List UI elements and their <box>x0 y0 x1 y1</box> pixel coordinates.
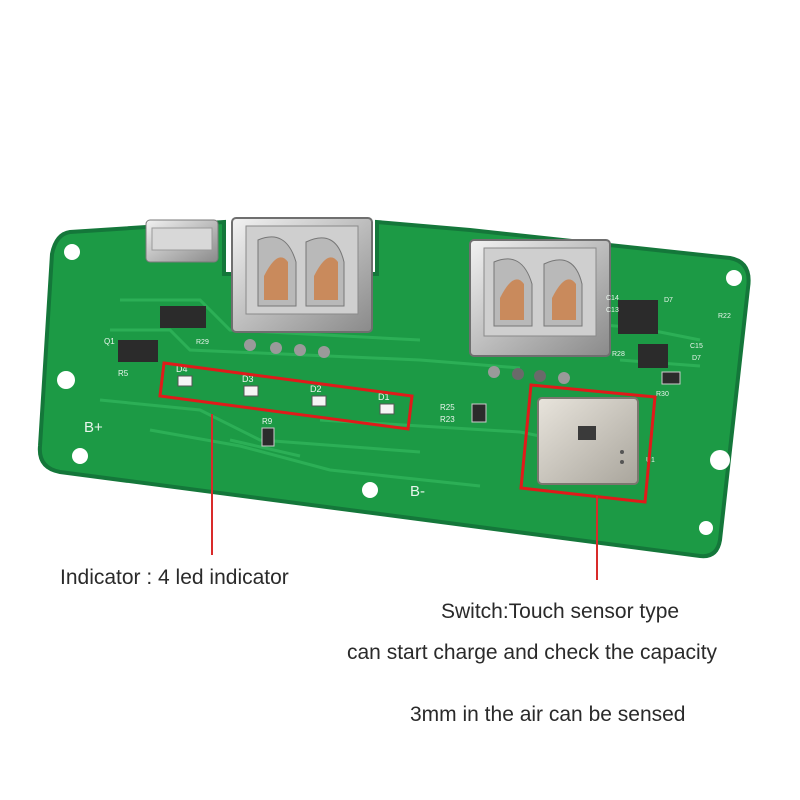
mounting-hole <box>699 521 713 535</box>
silk-c14: C14 <box>606 295 619 302</box>
silk-r25: R25 <box>440 403 455 412</box>
mounting-hole <box>72 448 88 464</box>
silk-c13: C13 <box>606 307 619 314</box>
led-d1 <box>379 403 395 415</box>
silk-b-minus: B- <box>410 483 425 500</box>
caption-switch-title: Switch:Touch sensor type <box>441 600 680 623</box>
pcb-board <box>37 219 751 559</box>
led-d3 <box>243 385 259 397</box>
silk-d4: D4 <box>176 364 188 374</box>
silk-r9: R9 <box>262 417 273 426</box>
caption-switch-detail: can start charge and check the capacity <box>347 641 718 664</box>
caption-indicator: Indicator : 4 led indicator <box>60 566 289 589</box>
led-d4 <box>177 375 193 387</box>
silk-r22: R22 <box>718 313 731 320</box>
silk-c15: C15 <box>690 343 703 350</box>
silk-u1: U1 <box>646 457 655 464</box>
usb-port-2 <box>469 239 611 384</box>
touch-sensor <box>537 397 639 485</box>
silk-d7b: D7 <box>692 355 701 362</box>
silkscreen-labels: B+ B- D4 D3 D2 D1 R9 R25 R23 R5 Q1 R29 R… <box>84 295 731 500</box>
silk-d7: D7 <box>664 297 673 304</box>
mounting-hole <box>362 482 378 498</box>
silk-d3: D3 <box>242 374 254 384</box>
mounting-hole <box>57 371 75 389</box>
silk-r5: R5 <box>118 369 129 378</box>
led-row <box>177 371 681 447</box>
ic-chip <box>118 300 668 368</box>
silk-r30: R30 <box>656 391 669 398</box>
callout-box-sensor <box>519 383 657 504</box>
silk-r28: R28 <box>612 351 625 358</box>
silk-b-plus: B+ <box>84 419 103 436</box>
silk-r29: R29 <box>196 339 209 346</box>
mounting-hole <box>64 244 80 260</box>
callout-box-leds <box>158 361 414 431</box>
micro-usb-connector <box>145 219 219 263</box>
silk-q1: Q1 <box>104 337 115 346</box>
silk-d2: D2 <box>310 384 322 394</box>
led-d2 <box>311 395 327 407</box>
silk-d1: D1 <box>378 392 390 402</box>
mounting-hole <box>726 270 742 286</box>
usb-port-1 <box>231 217 373 358</box>
mounting-hole <box>710 450 730 470</box>
caption-switch-range: 3mm in the air can be sensed <box>410 703 686 726</box>
silk-r23: R23 <box>440 415 455 424</box>
